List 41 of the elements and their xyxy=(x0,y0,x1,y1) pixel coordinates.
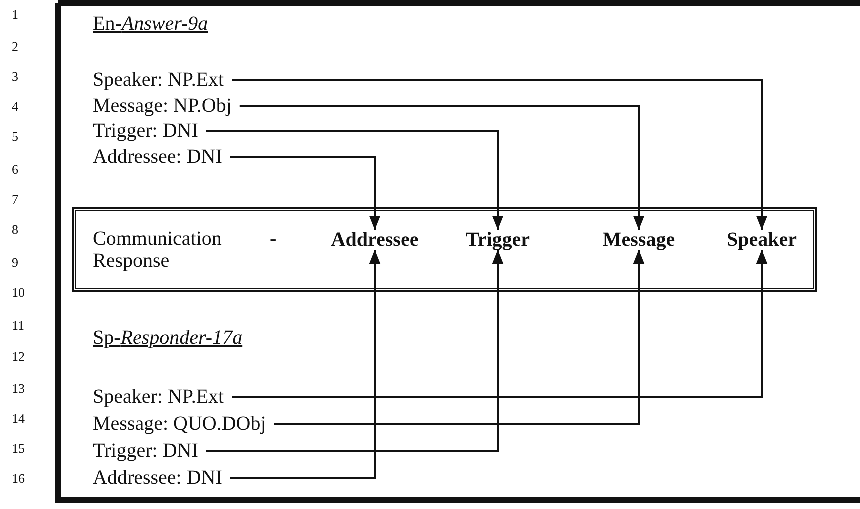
role-mapping-text: Addressee: DNI xyxy=(93,467,230,489)
frame-name: Communication Response xyxy=(93,228,223,272)
frame-heading: Sp-Responder-17a xyxy=(93,327,243,349)
role-label: Speaker xyxy=(727,230,797,250)
separator-text: - xyxy=(270,228,277,250)
role-mapping-text: Addressee: DNI xyxy=(93,146,230,168)
line-number: 8 xyxy=(12,222,18,238)
arrow xyxy=(274,250,645,425)
line-number: 12 xyxy=(12,349,25,365)
arrow xyxy=(232,79,768,230)
arrow xyxy=(230,250,381,479)
line-number: 3 xyxy=(12,69,18,85)
line-number: 5 xyxy=(12,129,18,145)
role-mapping-text: Message: NP.Obj xyxy=(93,95,240,117)
line-number: 13 xyxy=(12,381,25,397)
line-number: 2 xyxy=(12,39,18,55)
frame-heading: En-Answer-9a xyxy=(93,13,208,35)
line-number: 15 xyxy=(12,441,25,457)
arrow xyxy=(206,250,504,452)
arrow xyxy=(230,156,381,230)
arrow xyxy=(232,250,768,398)
frame-box xyxy=(72,207,817,292)
line-number: 4 xyxy=(12,99,18,115)
line-number: 1 xyxy=(12,7,18,23)
arrow xyxy=(240,105,645,230)
line-number: 11 xyxy=(12,318,25,334)
line-number: 16 xyxy=(12,471,25,487)
role-mapping-text: Speaker: NP.Ext xyxy=(93,386,232,408)
role-label: Trigger xyxy=(466,230,530,250)
line-number: 10 xyxy=(12,285,25,301)
line-number: 6 xyxy=(12,162,18,178)
role-mapping-text: Speaker: NP.Ext xyxy=(93,69,232,91)
line-number: 9 xyxy=(12,255,18,271)
arrow xyxy=(206,130,504,230)
role-mapping-text: Trigger: DNI xyxy=(93,120,206,142)
line-number: 14 xyxy=(12,411,25,427)
role-mapping-text: Message: QUO.DObj xyxy=(93,413,274,435)
role-label: Addressee xyxy=(331,230,419,250)
line-number: 7 xyxy=(12,192,18,208)
role-label: Message xyxy=(602,230,676,250)
role-mapping-text: Trigger: DNI xyxy=(93,440,206,462)
